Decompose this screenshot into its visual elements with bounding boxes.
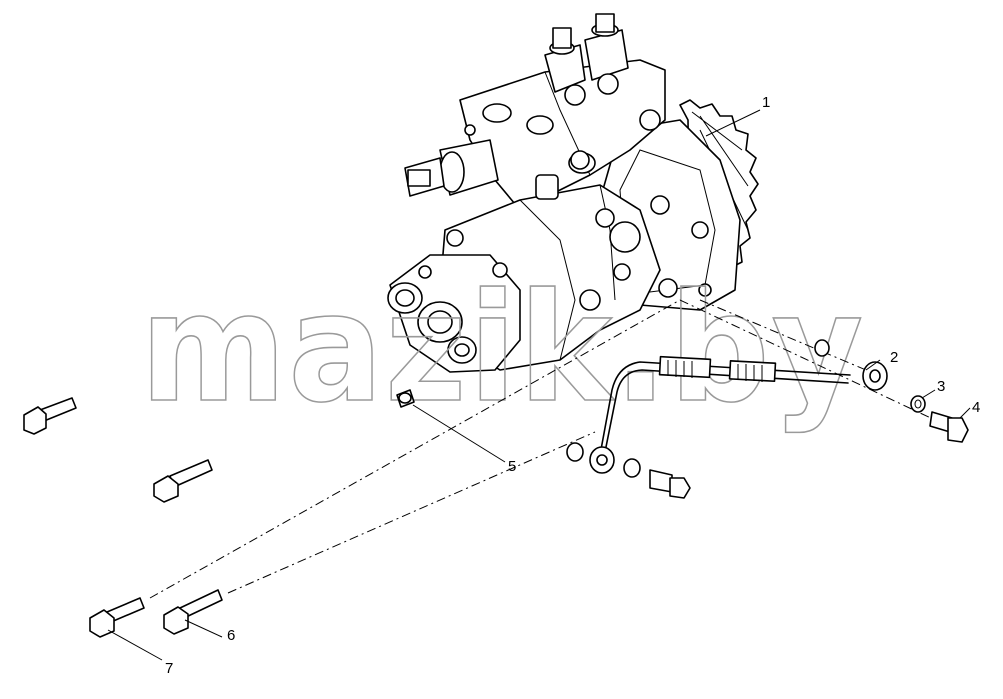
- bolt-part-6: [163, 589, 223, 635]
- callout-4: 4: [972, 399, 980, 416]
- control-valve: [404, 139, 499, 197]
- alignment-lines: [149, 299, 936, 599]
- callout-6: 6: [227, 627, 235, 644]
- banjo-bolt-part-4: [929, 411, 969, 443]
- plug-part-5: [396, 389, 415, 408]
- callout-1: 1: [762, 94, 770, 111]
- callout-3: 3: [937, 378, 945, 395]
- bolt-part-7: [89, 597, 145, 638]
- hp-outlet-fittings: [544, 13, 629, 106]
- bolt-upper-left: [23, 397, 77, 435]
- sealing-washer-part-3: [910, 395, 926, 413]
- fuel-pipe: [566, 355, 888, 499]
- bolt-middle-left: [153, 459, 213, 503]
- callout-7: 7: [165, 660, 173, 677]
- callout-5: 5: [508, 458, 516, 475]
- sealing-washer: [814, 339, 830, 357]
- watermark: mazik.by: [140, 262, 865, 436]
- callout-labels: 1 2 3 4 5 6 7: [165, 94, 980, 677]
- feed-pump: [387, 229, 521, 373]
- leader-lines: [107, 109, 971, 661]
- callout-2: 2: [890, 349, 898, 366]
- fuel-pump-assembly: [387, 13, 759, 373]
